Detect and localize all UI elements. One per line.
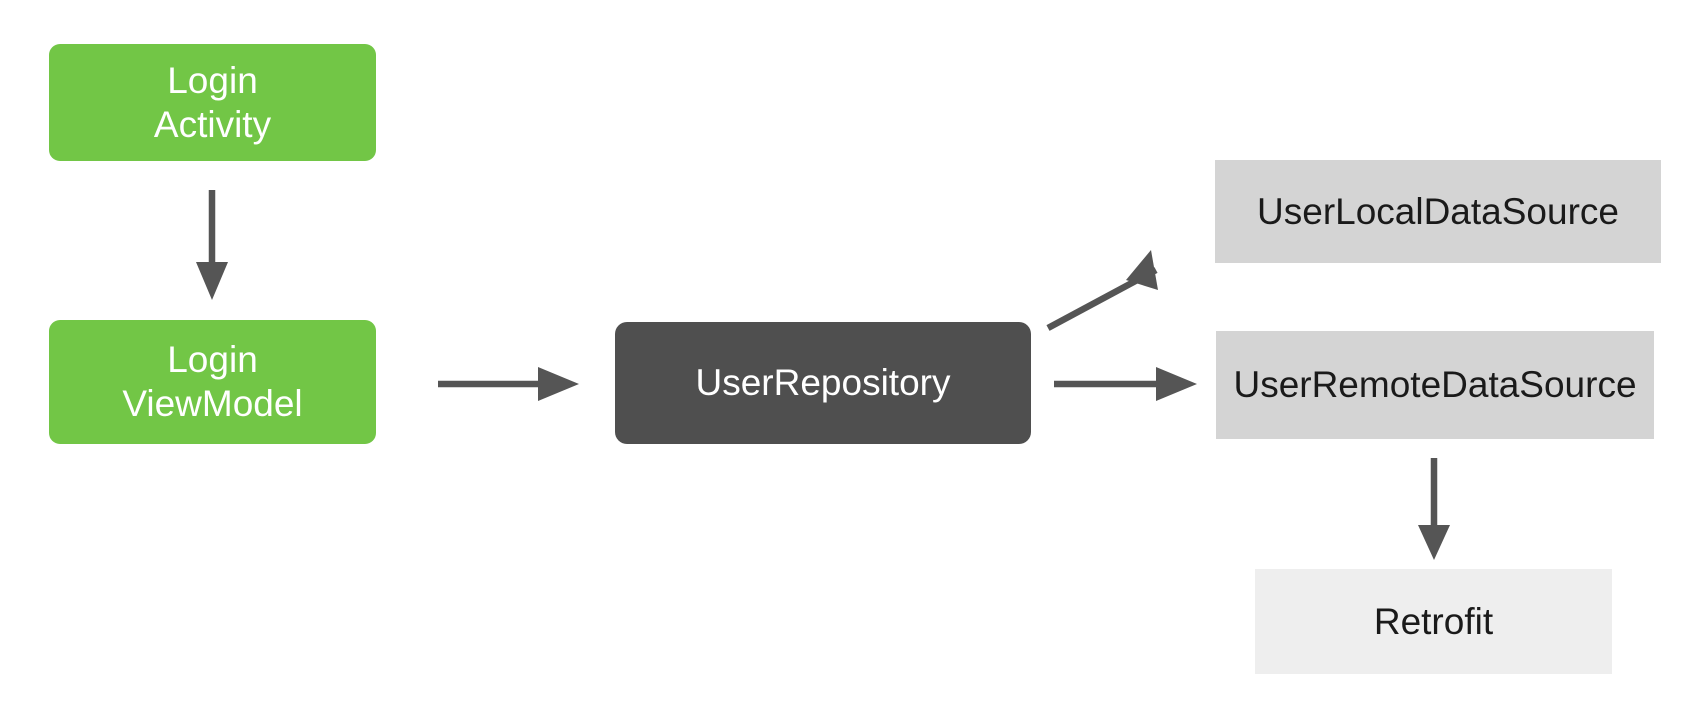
node-login-viewmodel-label: Login ViewModel xyxy=(122,339,303,424)
node-login-viewmodel[interactable]: Login ViewModel xyxy=(49,320,376,444)
arrow-viewmodel-to-repository xyxy=(438,367,579,401)
node-retrofit[interactable]: Retrofit xyxy=(1255,569,1612,674)
node-login-activity[interactable]: Login Activity xyxy=(49,44,376,161)
node-user-local-data-source-label: UserLocalDataSource xyxy=(1257,190,1619,232)
arrow-head-down-icon xyxy=(196,262,228,300)
arrow-head-right-icon xyxy=(538,367,579,401)
arrow-head-down-icon xyxy=(1418,525,1450,560)
node-user-repository-label: UserRepository xyxy=(695,362,951,404)
arrow-activity-to-viewmodel xyxy=(196,190,228,300)
arrow-remote-data-source-to-retrofit xyxy=(1418,458,1450,560)
arrow-repository-to-local-data-source xyxy=(1046,250,1158,331)
node-user-local-data-source[interactable]: UserLocalDataSource xyxy=(1215,160,1661,263)
node-login-activity-label: Login Activity xyxy=(153,59,272,145)
arrow-head-upright-icon xyxy=(1126,250,1158,290)
node-user-remote-data-source[interactable]: UserRemoteDataSource xyxy=(1216,331,1654,439)
node-retrofit-label: Retrofit xyxy=(1373,600,1494,642)
arrow-repository-to-remote-data-source xyxy=(1054,367,1197,401)
node-user-repository[interactable]: UserRepository xyxy=(615,322,1031,444)
node-user-remote-data-source-label: UserRemoteDataSource xyxy=(1233,364,1637,406)
arrow-head-right-icon xyxy=(1156,367,1197,401)
